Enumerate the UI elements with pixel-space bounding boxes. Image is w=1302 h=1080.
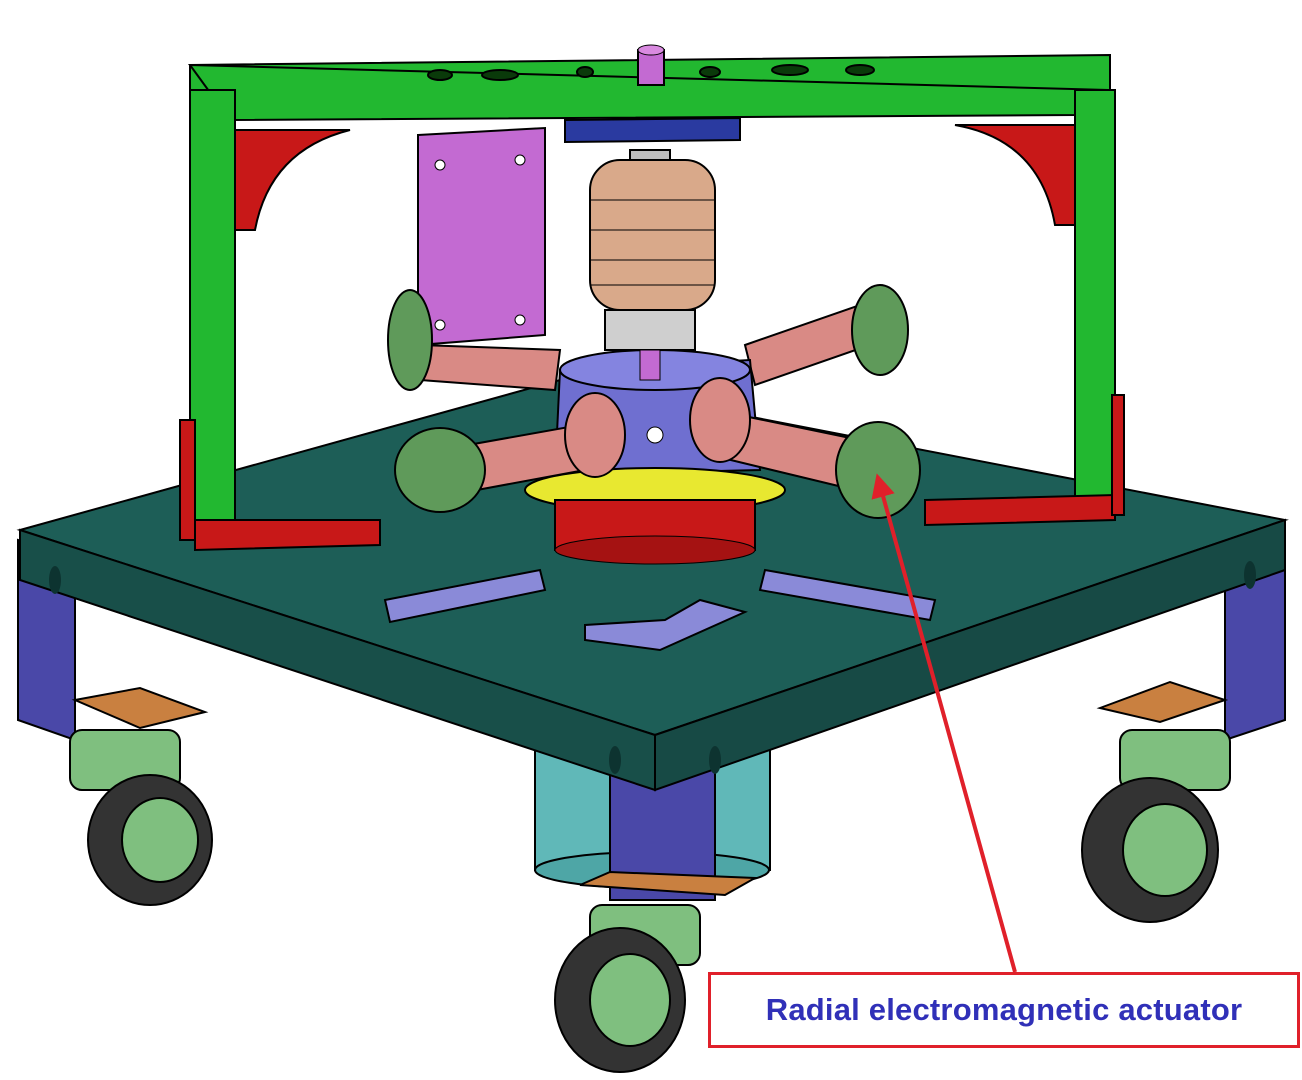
platform-legs — [17, 538, 1286, 901]
coil-stack — [564, 44, 741, 371]
annotation-label: Radial electromagnetic actuator — [765, 992, 1243, 1027]
actuator-arm-right-front — [689, 377, 921, 519]
annotation-arrow — [871, 473, 1017, 973]
caster-front-left — [69, 686, 213, 906]
actuator-arm-left-back — [387, 289, 562, 392]
platform-brackets — [383, 568, 937, 652]
caster-front-right — [1081, 680, 1231, 923]
caster-front-center — [554, 870, 759, 1073]
corner-brackets — [179, 124, 1125, 552]
annotation-label-box: Radial electromagnetic actuator — [708, 972, 1300, 1048]
actuator-arm-right-back — [743, 284, 909, 387]
mount-plate — [417, 126, 546, 347]
actuator-arm-left-front — [394, 392, 626, 513]
